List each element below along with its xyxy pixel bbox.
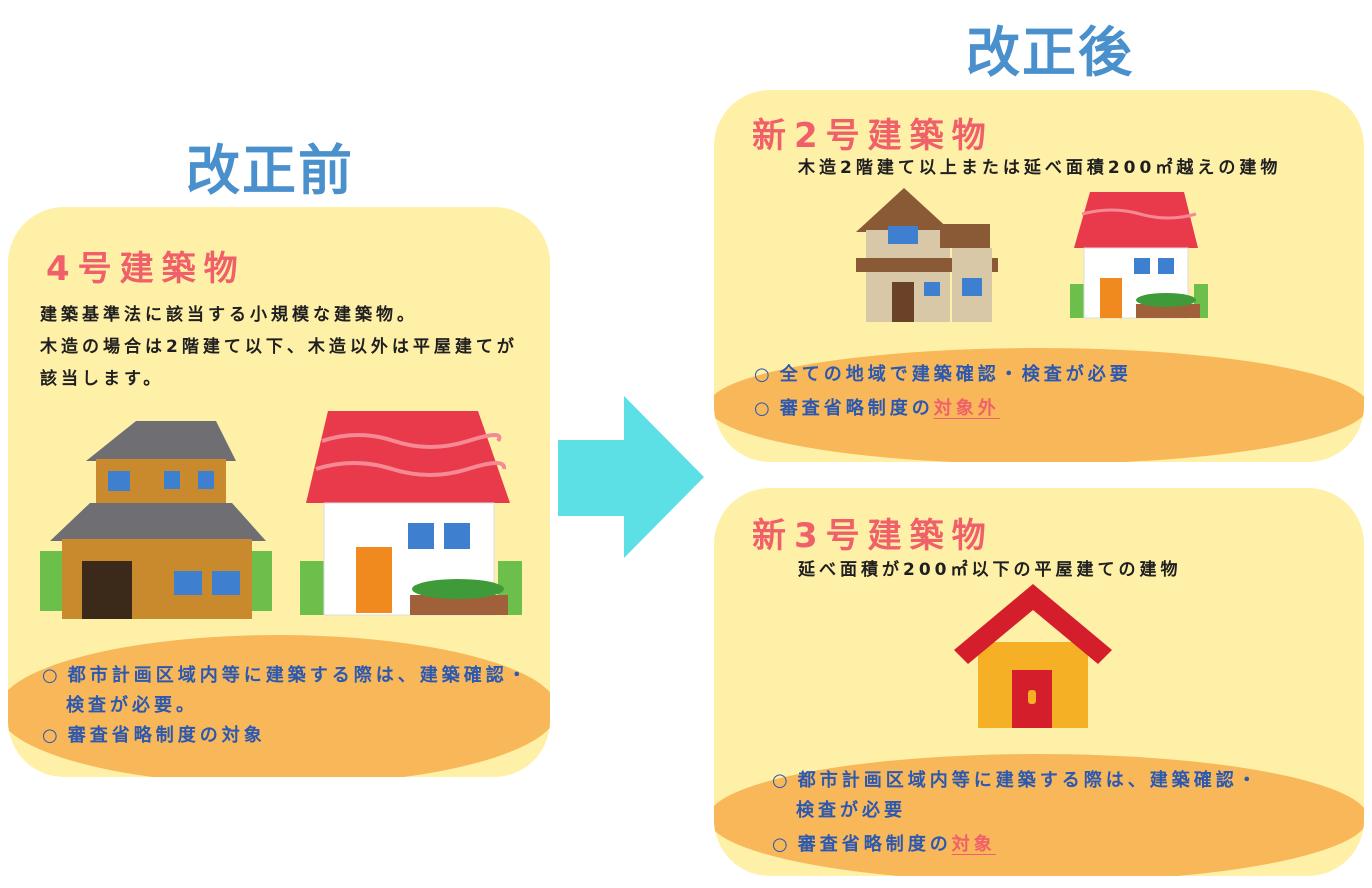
- before-desc-line-1: 建築基準法に該当する小規模な建築物。: [40, 305, 418, 325]
- red-roof-house-icon: [300, 411, 522, 616]
- before-bullet-2: ○審査省略制度の対象: [42, 725, 266, 746]
- after-card-3: 新3号建築物 延べ面積が200㎡以下の平屋建ての建物 ○都市計画区域内等に建築す…: [714, 488, 1364, 876]
- after-card-2-bubble: [714, 348, 1364, 462]
- after-card-3-bullet-1: ○都市計画区域内等に建築する際は、建築確認・: [772, 770, 1260, 791]
- after-card-3-bullet-2: ○審査省略制度の対象: [772, 834, 996, 855]
- target-highlight: 対象: [951, 834, 996, 855]
- before-bullets: ○都市計画区域内等に建築する際は、建築確認・ 検査が必要。 ○審査省略制度の対象: [42, 661, 530, 751]
- before-desc-line-3: 該当します。: [40, 369, 165, 389]
- modern-two-story-house-icon: [856, 188, 998, 322]
- target-excluded-highlight: 対象外: [933, 398, 1000, 419]
- before-bullet-1-cont: 検査が必要。: [66, 695, 198, 716]
- right-arrow-icon: [558, 396, 704, 558]
- before-bullet-1: ○都市計画区域内等に建築する際は、建築確認・: [42, 665, 530, 686]
- after-card-2: 新2号建築物 木造2階建て以上または延べ面積200㎡越えの建物 ○全ての地域で建…: [714, 90, 1364, 462]
- after-card-3-title: 新3号建築物: [752, 516, 994, 556]
- small-red-roof-house-icon: [1070, 192, 1208, 319]
- before-card-title: 4号建築物: [46, 249, 246, 289]
- before-desc-line-2: 木造の場合は2階建て以下、木造以外は平屋建てが: [40, 337, 518, 357]
- before-bubble: [8, 635, 550, 777]
- after-card-2-title: 新2号建築物: [752, 116, 994, 156]
- heading-after: 改正後: [966, 21, 1134, 84]
- before-card-desc: 建築基準法に該当する小規模な建築物。 木造の場合は2階建て以下、木造以外は平屋建…: [40, 299, 540, 395]
- wooden-two-story-house-icon: [40, 421, 272, 619]
- after-card-2-bullet-1: ○全ての地域で建築確認・検査が必要: [754, 364, 1132, 385]
- after-card-3-desc: 延べ面積が200㎡以下の平屋建ての建物: [798, 560, 1182, 580]
- before-card: 4号建築物 建築基準法に該当する小規模な建築物。 木造の場合は2階建て以下、木造…: [8, 207, 550, 777]
- after-card-2-bullets: ○全ての地域で建築確認・検査が必要 ○審査省略制度の対象外: [754, 360, 1132, 424]
- single-story-house-icon: [954, 584, 1112, 728]
- after-card-2-bullet-2: ○審査省略制度の対象外: [754, 398, 1000, 419]
- after-card-3-bubble: [714, 754, 1364, 876]
- after-card-2-desc: 木造2階建て以上または延べ面積200㎡越えの建物: [798, 158, 1282, 178]
- heading-before: 改正前: [186, 139, 354, 202]
- after-card-3-bullets: ○都市計画区域内等に建築する際は、建築確認・ 検査が必要 ○審査省略制度の対象: [772, 766, 1260, 860]
- after-card-3-bullet-1-cont: 検査が必要: [796, 800, 906, 821]
